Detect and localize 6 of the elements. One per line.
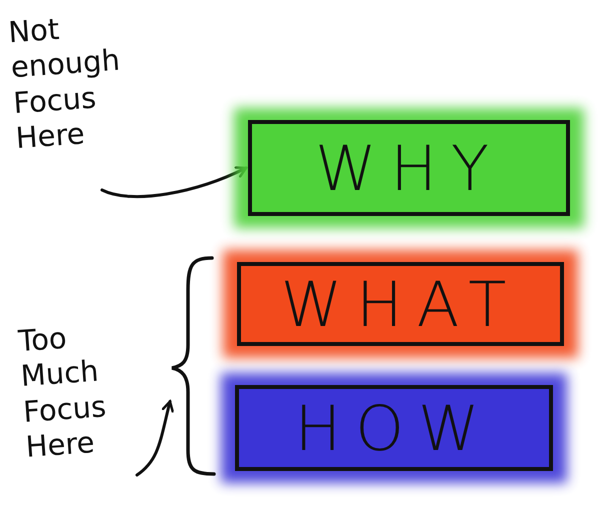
label-bar: WHAT (237, 262, 564, 346)
note-text: Not enough Focus Here (7, 10, 122, 157)
curved-arrow (136, 400, 174, 476)
label-bar: HOW (235, 385, 553, 471)
note-text: Too Much Focus Here (17, 320, 108, 466)
label-bar: WHY (248, 120, 570, 216)
